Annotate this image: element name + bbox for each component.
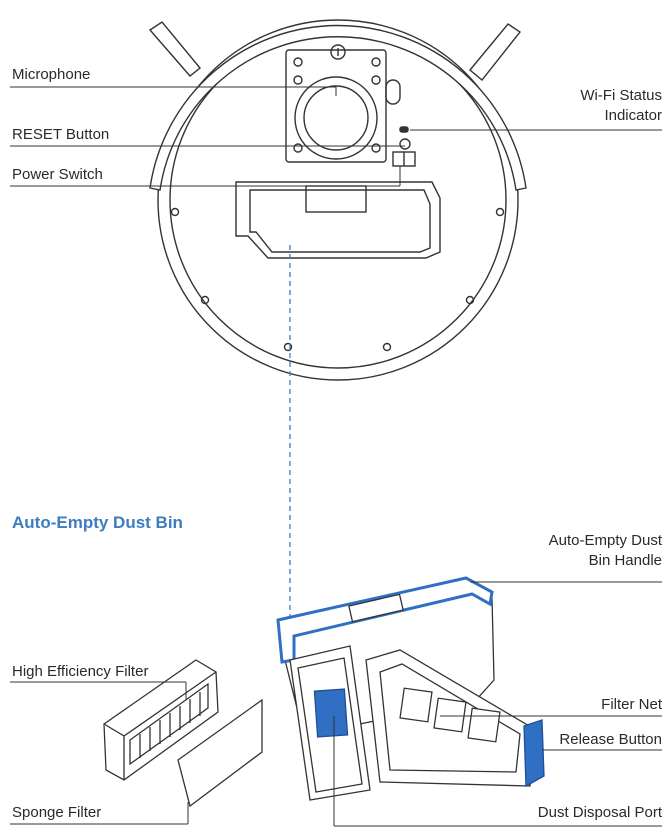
plate-screw xyxy=(293,75,303,85)
dust-port-shape xyxy=(313,688,349,738)
high-efficiency-filter-shape xyxy=(103,659,219,781)
reset-button-shape xyxy=(399,138,411,150)
oval-sensor xyxy=(385,79,401,105)
screw xyxy=(382,342,392,352)
label-wifi-line1: Wi-Fi Status xyxy=(580,87,662,104)
label-release-button: Release Button xyxy=(559,731,662,748)
plate-screw xyxy=(293,143,303,153)
right-side-brush xyxy=(469,23,522,81)
screw xyxy=(283,342,293,352)
screw xyxy=(200,295,210,305)
top-module-plate xyxy=(285,49,387,163)
label-handle-line2: Bin Handle xyxy=(589,552,662,569)
label-microphone: Microphone xyxy=(12,66,90,83)
plate-screw xyxy=(293,57,303,67)
section-title: Auto-Empty Dust Bin xyxy=(12,513,183,532)
camera-lens-outer xyxy=(294,76,378,160)
label-power-switch: Power Switch xyxy=(12,166,103,183)
robot-vacuum-bottom-view xyxy=(148,19,527,381)
bumper xyxy=(149,24,527,191)
label-high-efficiency-filter: High Efficiency Filter xyxy=(12,663,148,680)
sponge-filter-shape xyxy=(177,698,263,808)
wifi-indicator-light xyxy=(399,126,409,133)
plate-screw xyxy=(371,75,381,85)
label-handle-line1: Auto-Empty Dust xyxy=(549,532,663,549)
screw xyxy=(465,295,475,305)
plate-screw xyxy=(371,57,381,67)
top-hole xyxy=(330,44,346,60)
release-button-shape xyxy=(523,719,545,788)
label-filter-net: Filter Net xyxy=(601,696,663,713)
label-wifi-line2: Indicator xyxy=(604,107,662,124)
screw xyxy=(170,207,180,217)
auto-empty-dust-bin xyxy=(276,576,545,801)
plate-screw xyxy=(371,143,381,153)
label-dust-disposal-port: Dust Disposal Port xyxy=(538,804,663,821)
screw xyxy=(495,207,505,217)
dust-bin-slot xyxy=(235,181,441,259)
label-reset-button: RESET Button xyxy=(12,126,109,143)
left-side-brush xyxy=(148,21,201,77)
label-sponge-filter: Sponge Filter xyxy=(12,804,101,821)
camera-lens-inner xyxy=(303,85,369,151)
bin-handle xyxy=(276,576,494,664)
